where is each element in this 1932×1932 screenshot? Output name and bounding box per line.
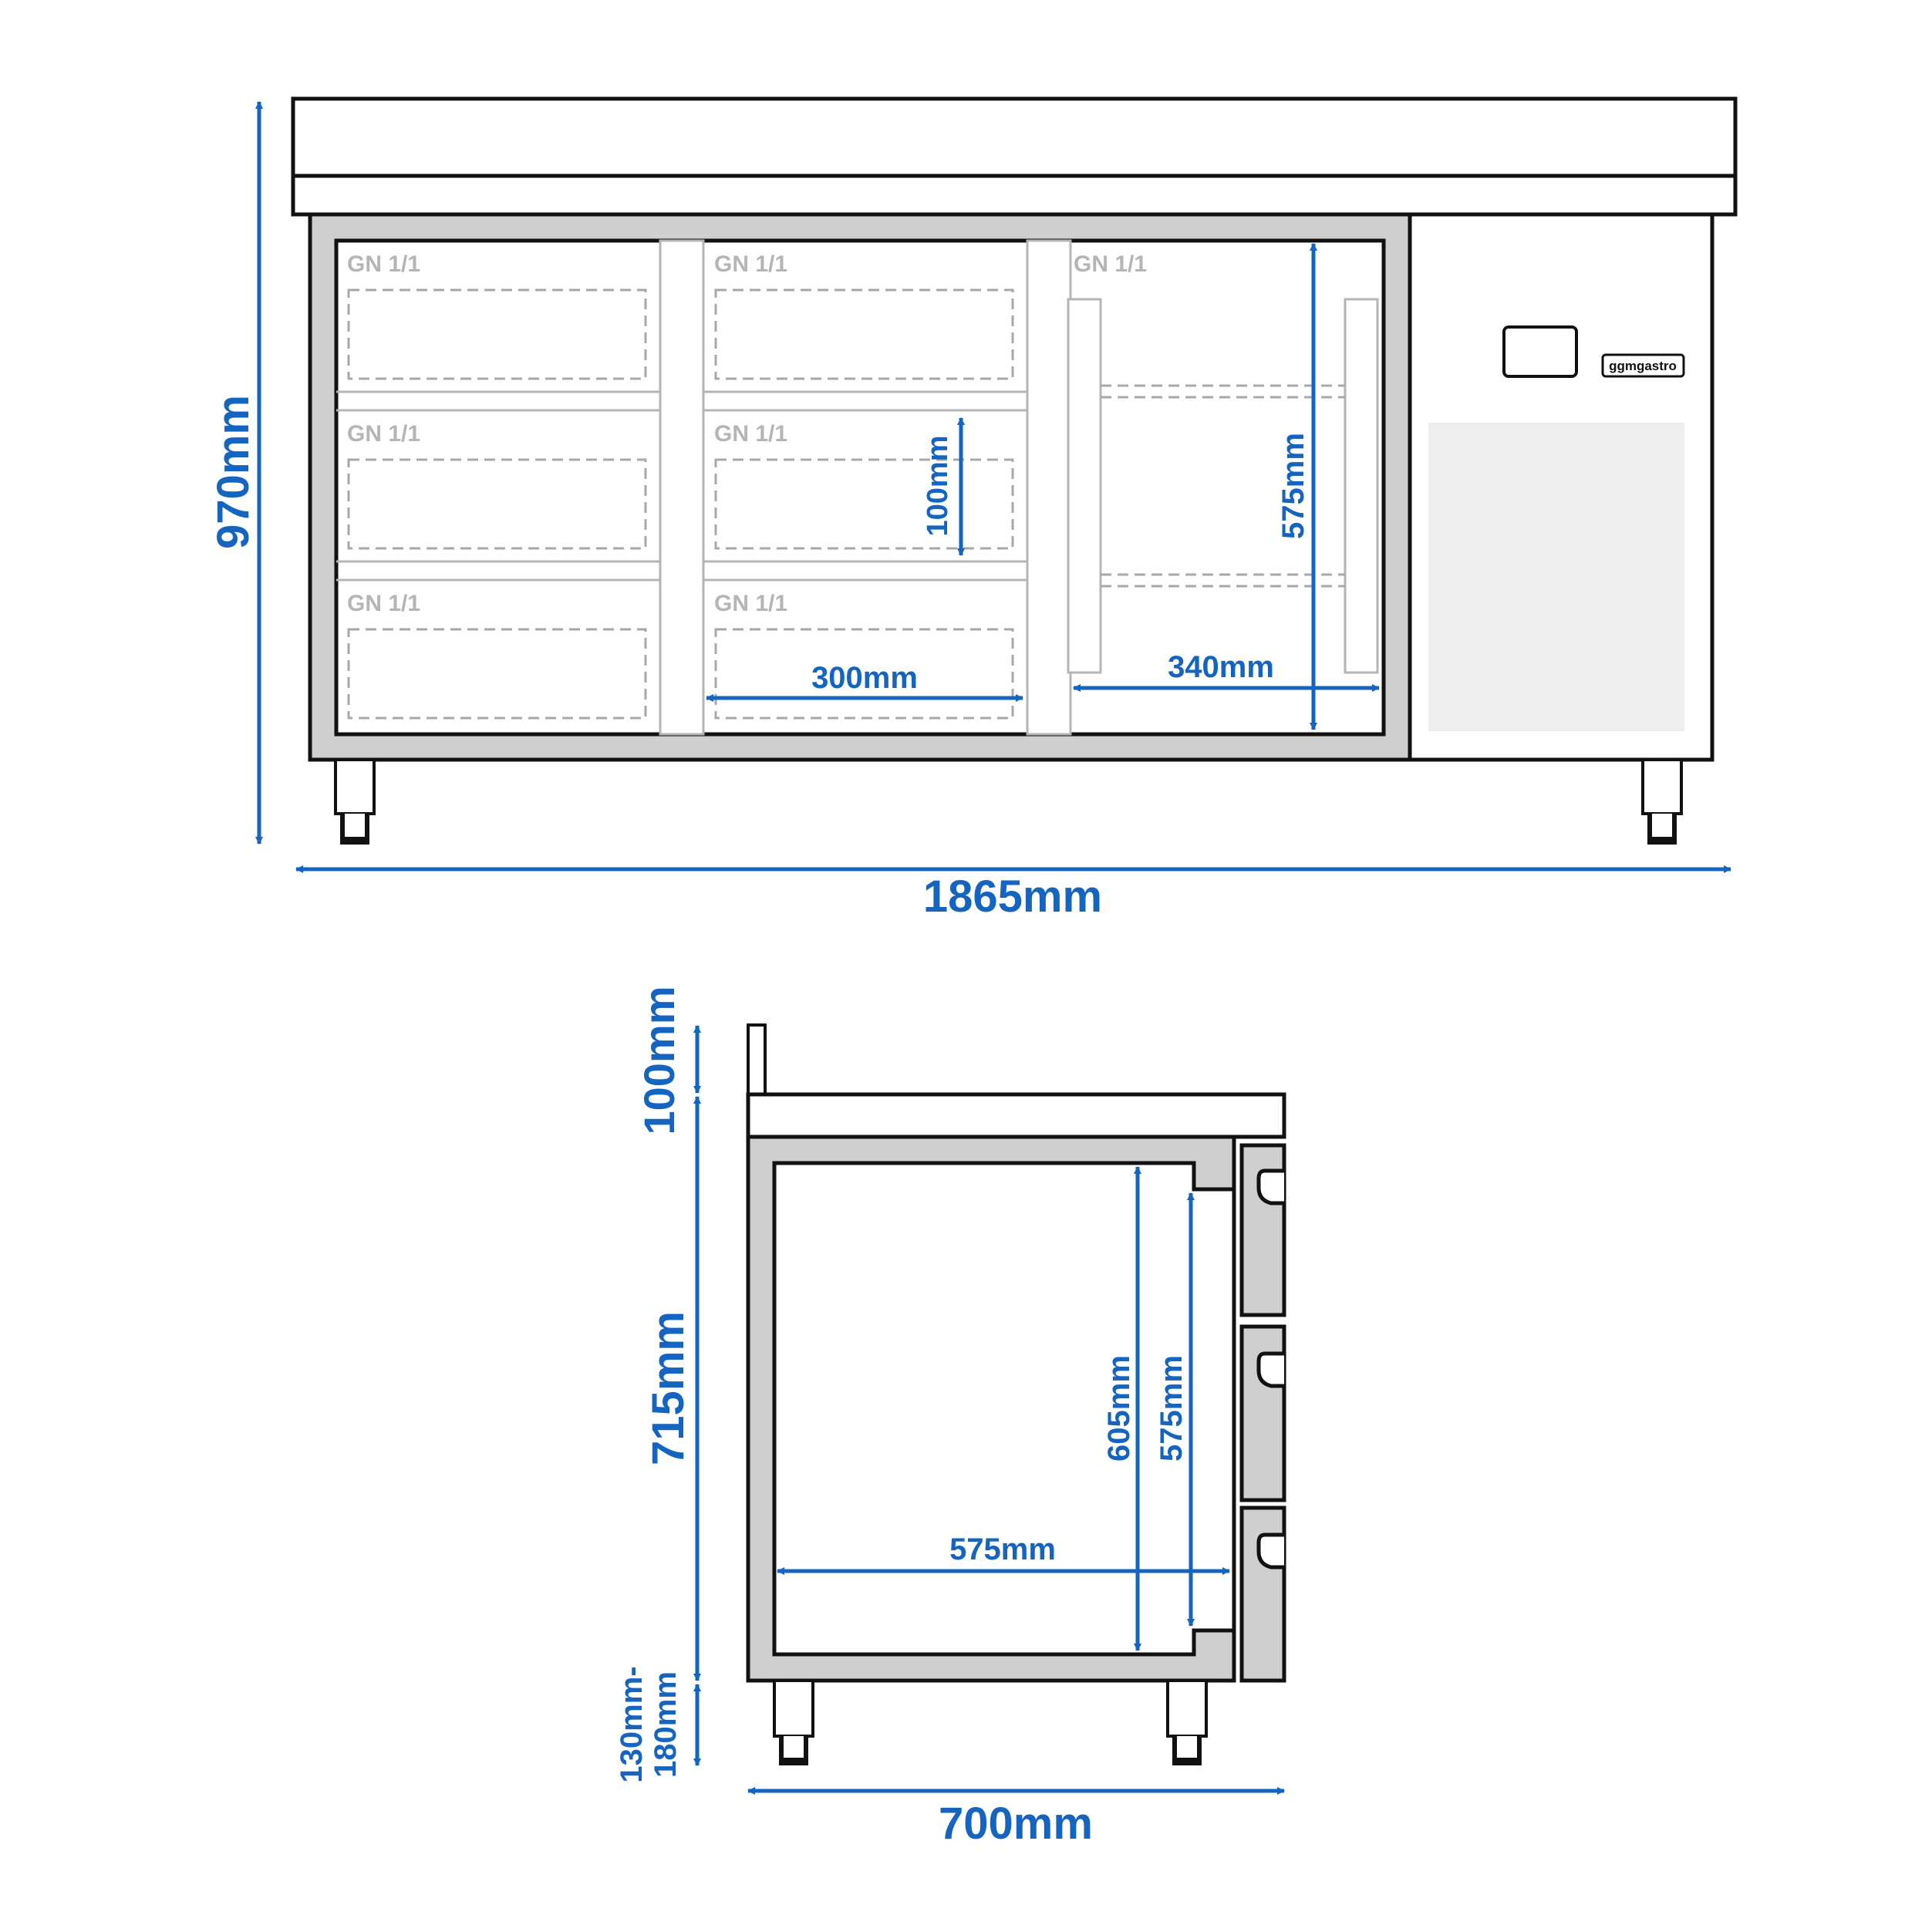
front-legs <box>334 758 1683 845</box>
door-opening <box>334 238 1386 737</box>
door-height-label: 575mm <box>1155 1355 1189 1462</box>
front-view: GN 1/1 GN 1/1 GN 1/1 GN 1/1 GN 1/1 GN 1/… <box>208 96 1738 922</box>
divider-1 <box>659 239 705 736</box>
depth-label: 700mm <box>939 1799 1093 1849</box>
gn-label: GN 1/1 <box>714 591 787 616</box>
side-worktop <box>746 1092 1286 1139</box>
gn-label: GN 1/1 <box>714 421 787 447</box>
height-label: 970mm <box>208 395 258 549</box>
drawer-slide-right <box>1344 298 1379 674</box>
pan-height-label: 100mm <box>922 436 954 537</box>
drawer-slide-left <box>1067 298 1102 674</box>
gn-label: GN 1/1 <box>347 591 420 616</box>
side-legs <box>773 1679 1208 1765</box>
interior-width-label: 575mm <box>949 1532 1056 1566</box>
control-display <box>1502 325 1578 378</box>
drawer-width-label: 340mm <box>1168 650 1274 684</box>
leg-height-label-line2: 180mm <box>649 1671 683 1778</box>
width-label: 1865mm <box>923 872 1102 922</box>
upstand <box>747 1023 767 1096</box>
gn-label: GN 1/1 <box>714 251 787 277</box>
side-interior <box>772 1161 1236 1657</box>
gn-label: GN 1/1 <box>1074 251 1147 277</box>
gn-label: GN 1/1 <box>347 251 420 277</box>
brand-badge <box>1601 353 1685 378</box>
drawer-height-label: 575mm <box>1276 433 1310 539</box>
gn-pans <box>347 288 1014 720</box>
leg-height-label-line1: 130mm- <box>615 1666 649 1782</box>
front-dimension-lines <box>255 101 1731 873</box>
side-view: 100mm 715mm 130mm- 180mm 700mm 575mm 605… <box>615 986 1286 1849</box>
ventilation-panel <box>1428 423 1684 731</box>
body-height-label: 715mm <box>643 1311 693 1465</box>
side-dimension-lines <box>693 1025 1285 1795</box>
gn-label: GN 1/1 <box>347 421 420 447</box>
upstand-label: 100mm <box>635 986 683 1135</box>
worktop-edge <box>291 174 1738 217</box>
worktop <box>291 96 1738 178</box>
pan-rails <box>336 390 1027 582</box>
divider-2 <box>1026 239 1072 736</box>
interior-height-label: 605mm <box>1102 1355 1136 1462</box>
side-drawers <box>1239 1143 1286 1683</box>
brand-logo: ggmgastro <box>1609 359 1677 373</box>
pan-width-label: 300mm <box>811 661 918 695</box>
drawer-section <box>1067 298 1379 674</box>
